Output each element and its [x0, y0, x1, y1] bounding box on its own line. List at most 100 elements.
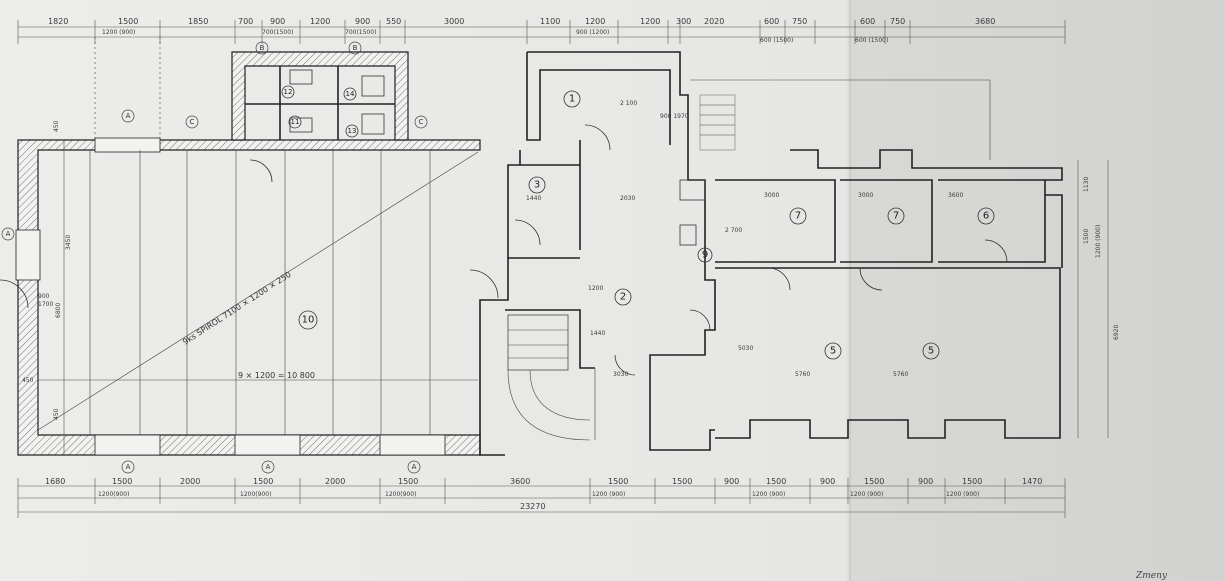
room-label: 7: [893, 211, 899, 222]
room-labels: 1 2 3 5 5 6 7 7 9 10 11 12 13 14: [281, 85, 995, 360]
right-wing: [690, 79, 1063, 439]
axis-label: C: [190, 118, 195, 126]
left-dimension-labels: 450 3450 6800 450 450 900 1700: [22, 120, 72, 455]
top-dim-label: 1200: [310, 17, 330, 26]
span-note: 9 × 1200 = 10 800: [238, 371, 315, 380]
room-dim: 3000: [858, 192, 873, 199]
room-label: 5: [928, 346, 934, 357]
room-dim: 3000: [764, 192, 779, 199]
bottom-window-dim: 1200 (900): [850, 491, 883, 498]
bottom-dim: 3600: [510, 477, 530, 486]
room-dim: 900 1970: [660, 113, 689, 120]
bottom-window-dim: 1200 (900): [946, 491, 979, 498]
top-dim-label: 1200: [585, 17, 605, 26]
door-swings: [0, 124, 1008, 376]
top-dim-label: 300: [676, 17, 691, 26]
bottom-dim: 900: [820, 477, 835, 486]
bottom-dim: 2000: [325, 477, 345, 486]
axis-label: C: [419, 118, 424, 126]
left-dim: 3450: [65, 235, 72, 250]
left-dim: 450: [22, 377, 34, 384]
axis-label: A: [412, 463, 417, 471]
room-label: 14: [346, 90, 355, 98]
room-dim: 2 700: [725, 227, 742, 234]
axis-label: A: [126, 463, 131, 471]
bottom-dim: 1500: [672, 477, 692, 486]
bottom-dim: 1500: [112, 477, 132, 486]
room-dim: 1440: [590, 330, 605, 337]
top-window-dim: 600 (1500): [760, 37, 793, 44]
bottom-dim: 900: [724, 477, 739, 486]
top-window-dim: 1200 (900): [102, 29, 135, 36]
room-label: 7: [795, 211, 801, 222]
top-dim-label: 600: [764, 17, 779, 26]
top-dim-label: 750: [792, 17, 807, 26]
top-dim-label: 1500: [118, 17, 138, 26]
room-dim: 2030: [620, 195, 635, 202]
room-label: 5: [830, 346, 836, 357]
hall-room-10: [15, 137, 481, 456]
left-dim: 450: [53, 408, 60, 420]
room-dim: 5760: [893, 371, 908, 378]
annex-rooms: [231, 51, 409, 141]
bottom-dim: 1500: [962, 477, 982, 486]
bottom-dim: 1500: [253, 477, 273, 486]
room-label: 6: [983, 211, 989, 222]
top-dim-label: 1100: [540, 17, 560, 26]
top-dim-label: 2020: [704, 17, 724, 26]
room-label: 2: [620, 292, 626, 303]
right-dimension-labels: 1130 1500 1200 (900) 6920: [1077, 160, 1120, 438]
bottom-dim: 2000: [180, 477, 200, 486]
room-dim: 5030: [738, 345, 753, 352]
top-window-dim: 600 (1500): [855, 37, 888, 44]
top-dimension-chain: [17, 20, 1066, 140]
top-window-dim: 900 (1200): [576, 29, 609, 36]
top-window-dim: 700(1500): [345, 29, 376, 36]
room-label: 3: [534, 180, 540, 191]
bottom-dimension-labels: 1680 1500 2000 1500 2000 1500 3600 1500 …: [45, 477, 1042, 511]
room-label: 13: [348, 127, 357, 135]
bottom-window-dim: 1200(900): [385, 491, 416, 498]
bottom-dim: 900: [918, 477, 933, 486]
axis-label: A: [126, 112, 131, 120]
bottom-window-dim: 1200(900): [240, 491, 271, 498]
top-dim-label: 3000: [444, 17, 464, 26]
room-dim: 1440: [526, 195, 541, 202]
bottom-dim: 1500: [608, 477, 628, 486]
top-dim-label: 700: [238, 17, 253, 26]
bottom-dim: 1500: [398, 477, 418, 486]
bottom-dim: 1500: [766, 477, 786, 486]
room-dim: 3600: [948, 192, 963, 199]
bottom-dim: 1470: [1022, 477, 1042, 486]
left-dim: 6800: [55, 303, 62, 318]
bottom-window-dim: 1200(900): [98, 491, 129, 498]
axis-markers: A C B B C A A A A: [1, 41, 428, 474]
top-window-dim: 700(1500): [262, 29, 293, 36]
room-label: 9: [702, 250, 708, 261]
bottom-total-dim: 23270: [520, 502, 545, 511]
axis-label: A: [6, 230, 11, 238]
axis-label: B: [353, 44, 358, 52]
room-dimension-labels: 2 100 900 1970 2030 1440 1200 2 700 3000…: [526, 100, 963, 378]
top-dim-label: 1200: [640, 17, 660, 26]
right-dim: 6920: [1113, 325, 1120, 340]
room-label: 12: [284, 88, 293, 96]
room-label: 1: [569, 94, 575, 105]
room-label: 11: [291, 118, 300, 126]
bottom-dim: 1680: [45, 477, 65, 486]
signature: Zmeny: [1135, 571, 1168, 581]
room-label: 10: [302, 315, 315, 326]
top-dim-label: 3680: [975, 17, 995, 26]
bottom-window-dim: 1200 (900): [592, 491, 625, 498]
central-rooms: [479, 51, 736, 456]
right-dim: 1200 (900): [1095, 225, 1102, 258]
room-dim: 3030: [613, 371, 628, 378]
room-dim: 1200: [588, 285, 603, 292]
bottom-dim: 1500: [864, 477, 884, 486]
top-dim-label: 750: [890, 17, 905, 26]
left-dim: 900: [38, 293, 50, 300]
top-dim-label: 900: [270, 17, 285, 26]
top-dim-label: 900: [355, 17, 370, 26]
